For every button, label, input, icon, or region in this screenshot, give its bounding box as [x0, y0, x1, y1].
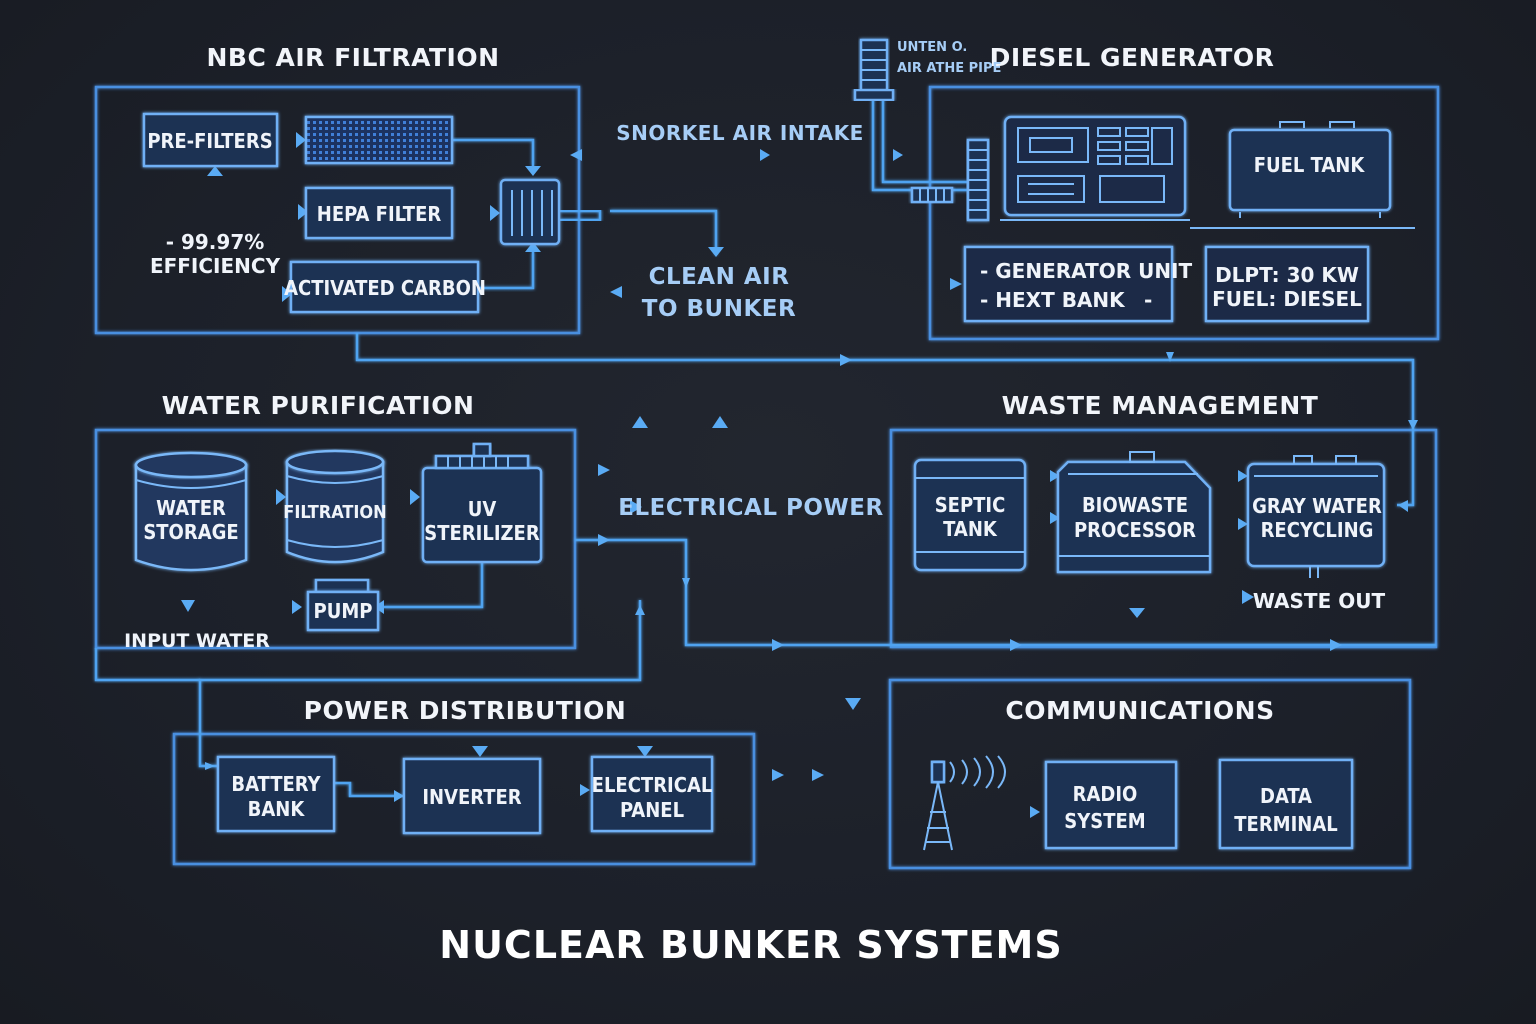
inverter-box — [402, 757, 542, 835]
gray-water-label-line1: GRAY WATER — [1252, 494, 1382, 518]
filtration-label: FILTRATION — [283, 502, 386, 523]
data-terminal-label-line2: TERMINAL — [1234, 812, 1337, 836]
electrical-panel-box — [590, 755, 714, 833]
data-terminal-label-line1: DATA — [1260, 784, 1312, 808]
antenna-icon — [923, 755, 1006, 851]
pump-icon — [306, 578, 380, 632]
power-frame — [172, 732, 756, 866]
filtration-tank-icon — [285, 449, 385, 564]
connector-lines — [94, 95, 1436, 977]
generator-fuel-spec: FUEL: DIESEL — [1212, 287, 1362, 311]
hepa-filter-label: HEPA FILTER — [317, 202, 442, 226]
hepa-panel-icon — [304, 115, 454, 165]
uv-sterilizer-label-line2: STERILIZER — [424, 521, 540, 545]
gray-water-recycling-icon — [1246, 455, 1386, 578]
data-terminal-box — [1218, 758, 1354, 850]
diesel-frame — [928, 85, 1440, 341]
uv-sterilizer-label-line1: UV — [468, 497, 497, 521]
prefilters-box — [142, 112, 279, 168]
septic-tank-label-line2: TANK — [943, 517, 998, 541]
main-title: NUCLEAR BUNKER SYSTEMS — [439, 923, 1062, 967]
activated-carbon-label: ACTIVATED CARBON — [284, 276, 486, 300]
biowaste-processor-icon — [1056, 451, 1212, 574]
inverter-label: INVERTER — [422, 785, 521, 809]
electrical-panel-label-line1: ELECTRICAL — [592, 773, 713, 797]
septic-tank-icon — [913, 458, 1027, 572]
fuel-tank-label: FUEL TANK — [1254, 153, 1366, 177]
waste-frame — [889, 428, 1438, 649]
diesel-title: DIESEL GENERATOR — [990, 43, 1275, 72]
hepa-filter-box — [304, 186, 454, 240]
clean-air-label-line1: CLEAN AIR — [649, 264, 790, 290]
air-pipe-label-line1: UNTEN O. — [897, 40, 967, 55]
power-title: POWER DISTRIBUTION — [304, 696, 627, 725]
uv-sterilizer-icon — [421, 442, 543, 564]
electrical-panel-label-line2: PANEL — [620, 798, 684, 822]
battery-bank-label-line2: BANK — [248, 797, 306, 821]
generator-output-spec: DLPT: 30 KW — [1215, 263, 1359, 287]
nbc-title: NBC AIR FILTRATION — [206, 43, 499, 72]
efficiency-value: - 99.97% — [166, 230, 265, 254]
radio-system-label-line1: RADIO — [1073, 782, 1138, 806]
pump-label: PUMP — [314, 599, 373, 623]
waste-title: WASTE MANAGEMENT — [1002, 391, 1319, 420]
generator-unit-box — [963, 245, 1174, 323]
fuel-tank-icon — [1190, 121, 1415, 229]
efficiency-label: EFFICIENCY — [150, 254, 281, 278]
prefilters-label: PRE-FILTERS — [147, 129, 272, 153]
waste-out-label: WASTE OUT — [1253, 589, 1386, 613]
activated-carbon-box — [289, 260, 480, 314]
generator-unit-label: - GENERATOR UNIT — [980, 259, 1192, 283]
water-storage-tank-icon — [134, 451, 248, 572]
biowaste-label-line1: BIOWASTE — [1082, 493, 1188, 517]
generator-icon — [966, 115, 1190, 222]
battery-bank-box — [216, 755, 336, 833]
clean-air-label-line2: TO BUNKER — [642, 296, 796, 322]
battery-bank-label-line1: BATTERY — [231, 772, 321, 796]
heat-bank-label: - HEXT BANK — [980, 288, 1126, 312]
heat-bank-dash: - — [1144, 288, 1152, 312]
arrowheads — [181, 132, 1418, 818]
generator-spec-box — [1204, 245, 1370, 323]
filter-housing-icon — [499, 178, 561, 246]
septic-tank-label-line1: SEPTIC — [935, 493, 1006, 517]
water-storage-label-line2: STORAGE — [143, 520, 238, 544]
air-pipe-label-line2: AIR ATHE PIPE — [897, 61, 1001, 76]
snorkel-intake-label: SNORKEL AIR INTAKE — [616, 121, 864, 145]
radio-system-box — [1044, 760, 1178, 850]
radio-system-label-line2: SYSTEM — [1064, 809, 1145, 833]
snorkel-pipe-icon — [853, 38, 954, 204]
water-storage-label-line1: WATER — [156, 496, 226, 520]
gray-water-label-line2: RECYCLING — [1261, 518, 1374, 542]
comms-title: COMMUNICATIONS — [1005, 696, 1274, 725]
biowaste-label-line2: PROCESSOR — [1074, 518, 1196, 542]
water-title: WATER PURIFICATION — [162, 391, 475, 420]
electrical-power-label: ELECTRICAL POWER — [618, 495, 883, 521]
input-water-label: INPUT WATER — [124, 630, 270, 652]
